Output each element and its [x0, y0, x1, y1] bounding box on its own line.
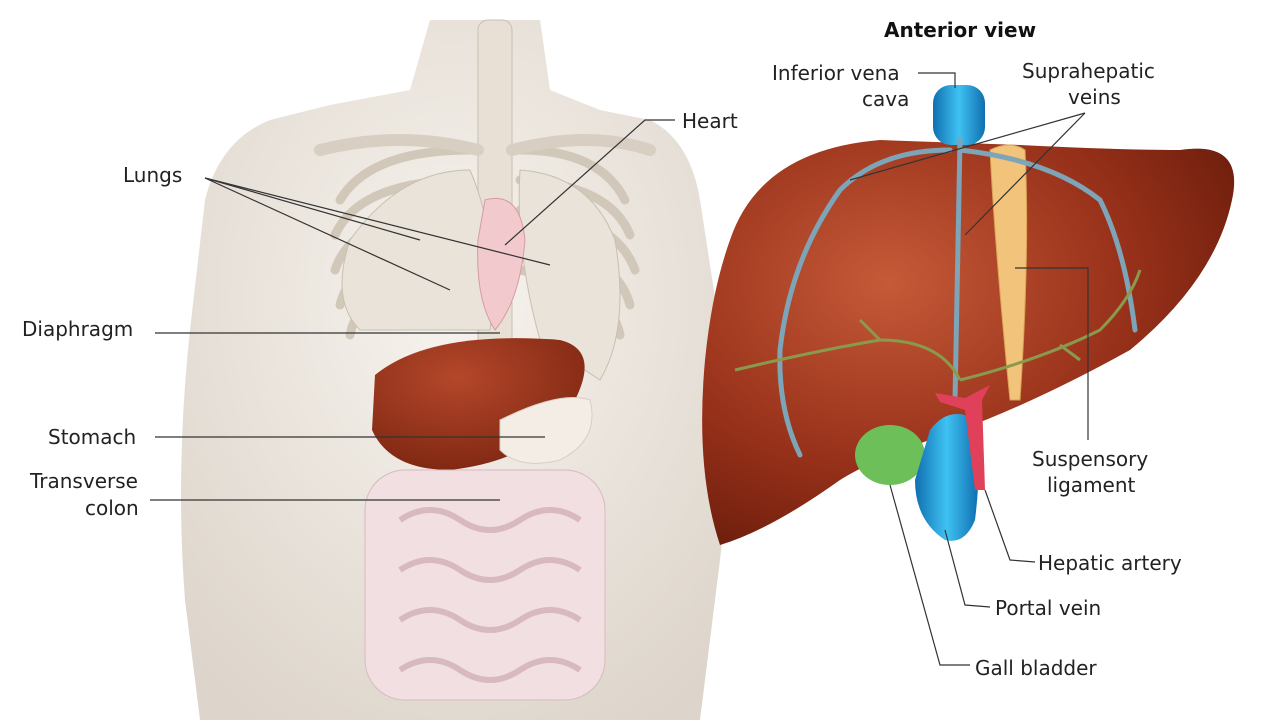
- intestine-coils: [398, 507, 582, 683]
- clavicles: [314, 134, 656, 156]
- liver-body: [702, 140, 1235, 545]
- label-hepatic-artery: Hepatic artery: [1038, 551, 1182, 575]
- label-ivc-2: cava: [862, 87, 909, 111]
- label-gall-bladder: Gall bladder: [975, 656, 1097, 680]
- label-suspensory-2: ligament: [1047, 473, 1136, 497]
- label-stomach: Stomach: [48, 425, 136, 449]
- heart: [477, 198, 526, 331]
- label-heart: Heart: [682, 109, 738, 133]
- label-diaphragm: Diaphragm: [22, 317, 133, 341]
- label-transverse: Transverse: [29, 469, 138, 493]
- torso-figure: [181, 19, 728, 720]
- gall-bladder: [855, 425, 925, 485]
- view-title: Anterior view: [884, 18, 1036, 42]
- torso-leaders: [150, 119, 675, 501]
- label-suspensory-1: Suspensory: [1032, 447, 1148, 471]
- torso-stomach: [499, 397, 593, 464]
- hepatic-vein-lines: [777, 137, 1138, 458]
- portal-vein: [915, 414, 979, 541]
- label-colon: colon: [85, 496, 139, 520]
- suspensory-ligament: [989, 144, 1028, 401]
- liver-diagram: [702, 85, 1235, 545]
- label-suprahepatic-2: veins: [1068, 85, 1121, 109]
- bile-duct-branches: [734, 269, 1142, 382]
- hepatic-artery: [935, 385, 990, 490]
- liver-leaders: [849, 72, 1089, 666]
- label-portal-vein: Portal vein: [995, 596, 1101, 620]
- label-lungs: Lungs: [123, 163, 182, 187]
- label-ivc-1: Inferior vena: [772, 61, 900, 85]
- label-suprahepatic-1: Suprahepatic: [1022, 59, 1155, 83]
- intestines: [364, 469, 606, 701]
- inferior-vena-cava: [933, 85, 985, 145]
